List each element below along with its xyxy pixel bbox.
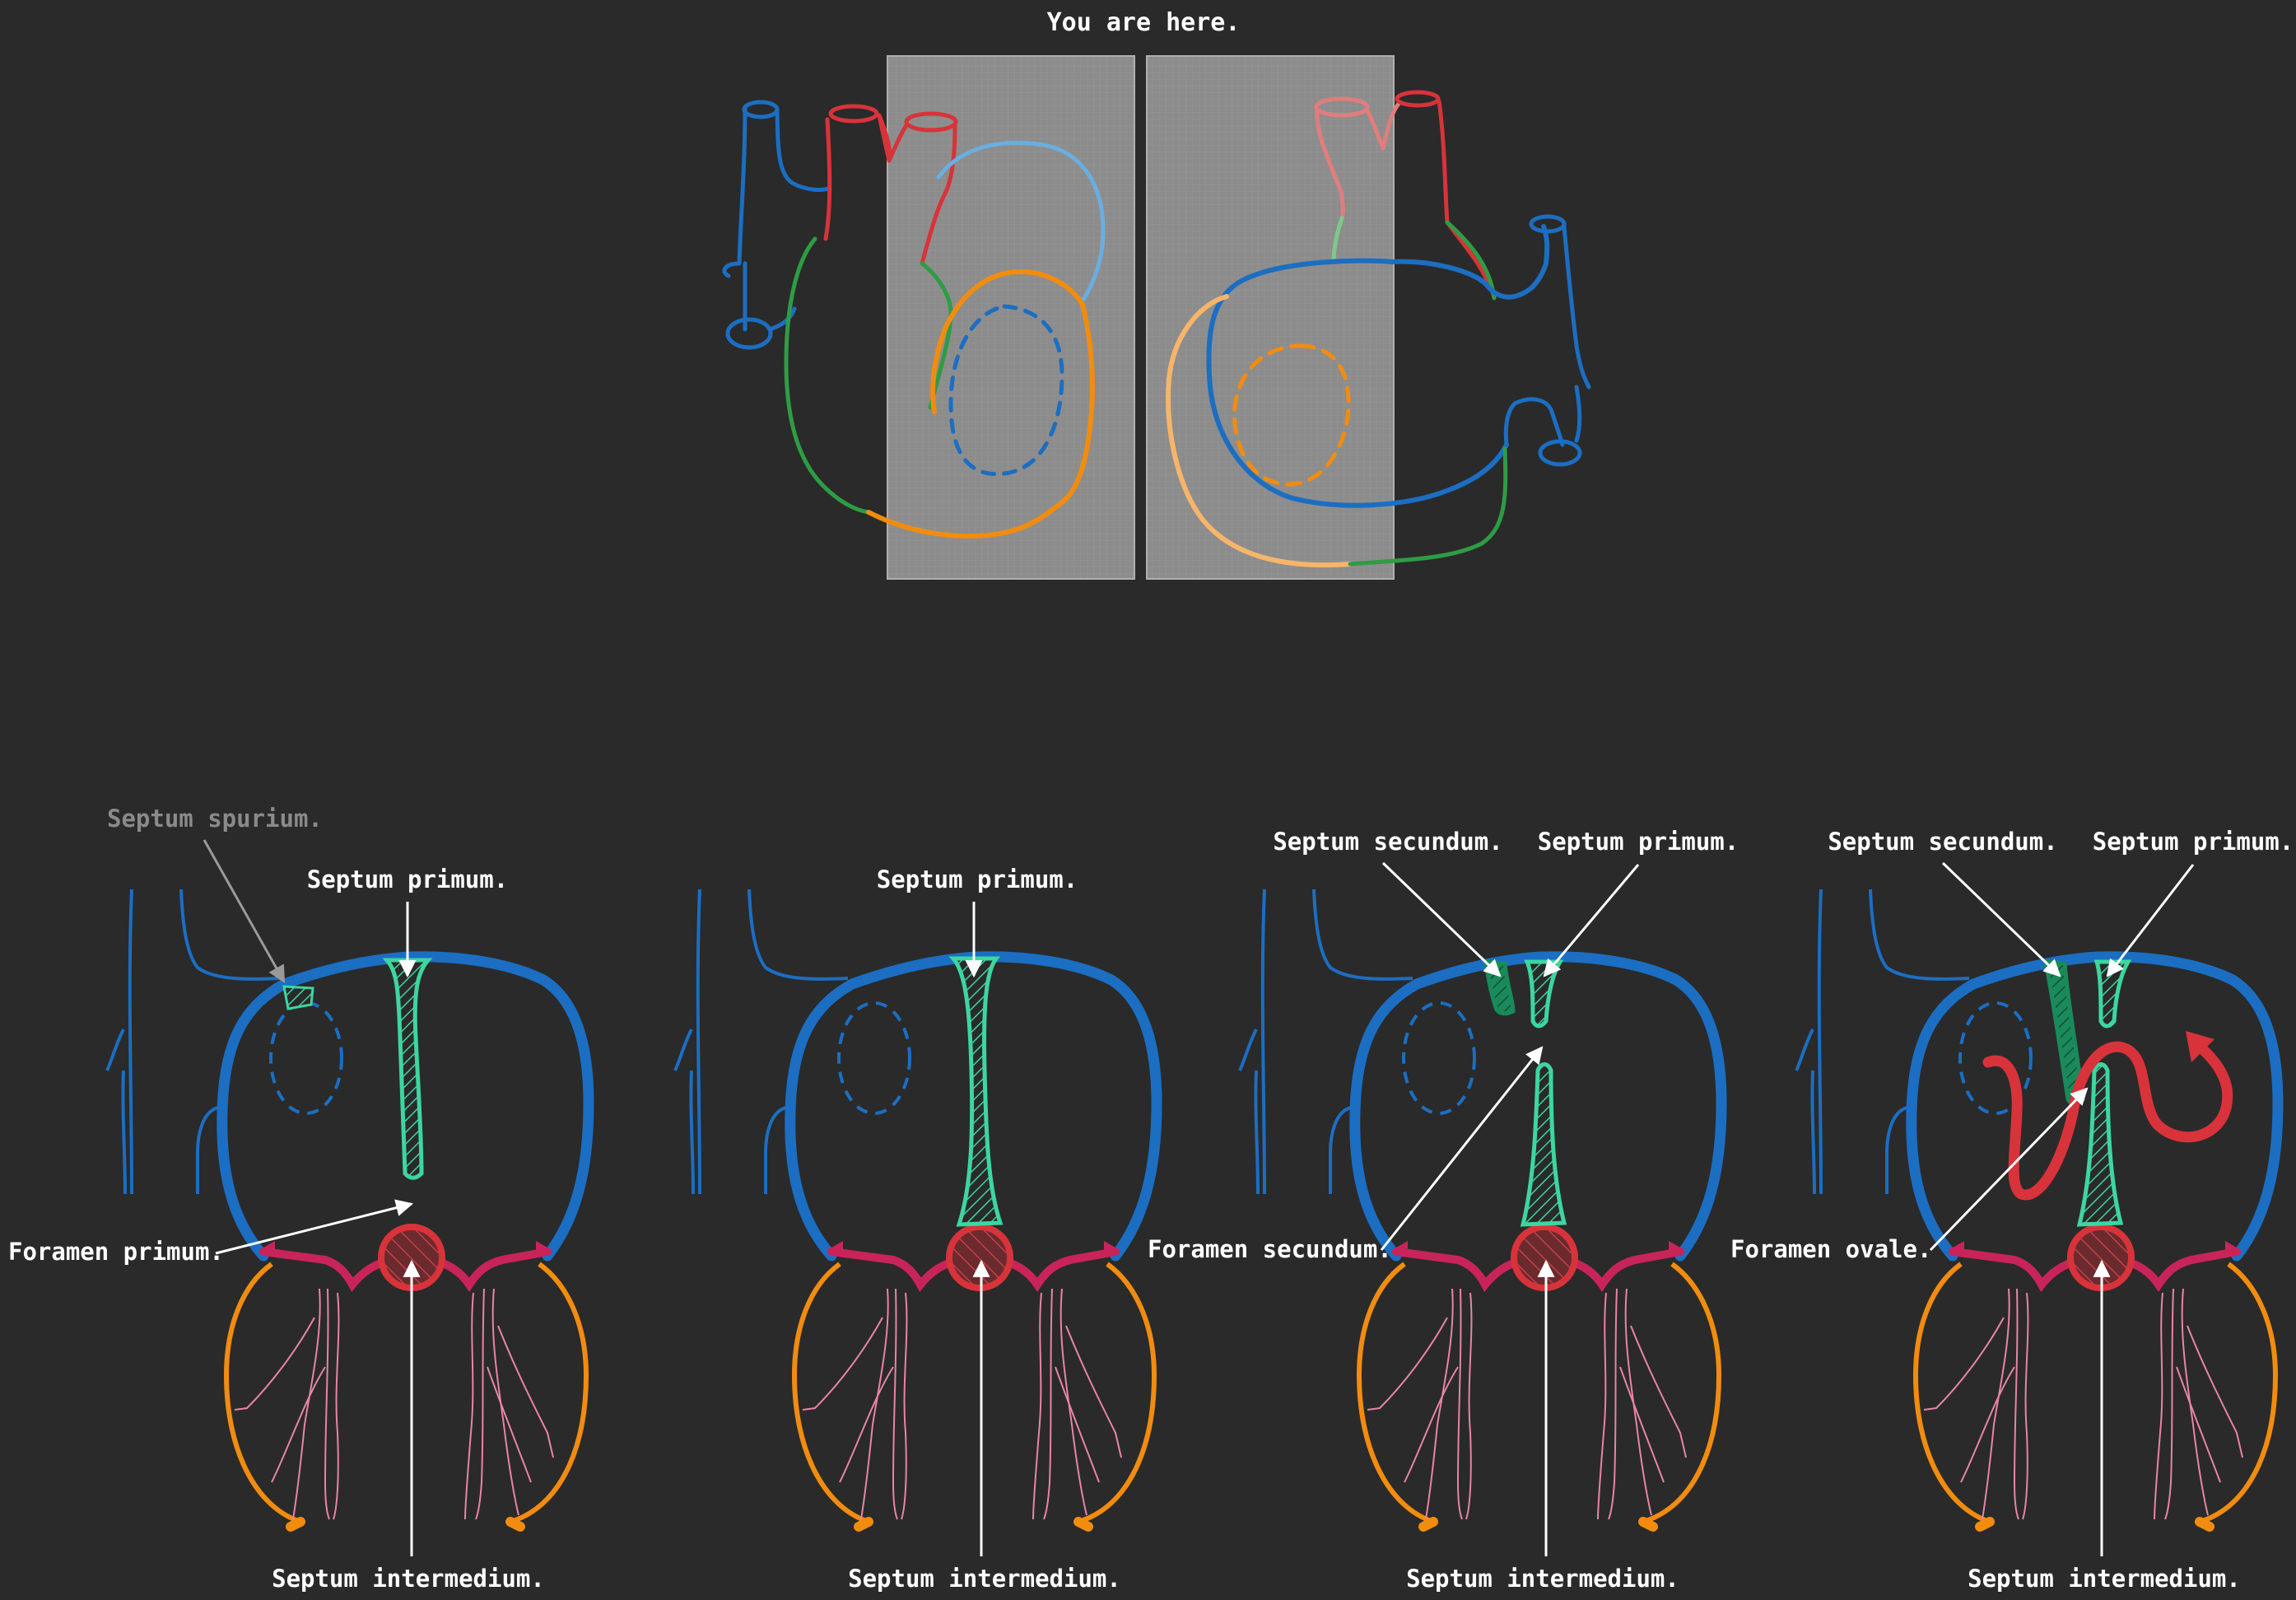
septum-primum-pointer [1543, 864, 1640, 977]
foramen-primum-label: Foramen primum. [8, 1238, 224, 1266]
blood-flow-arrowhead [2186, 1031, 2214, 1062]
septum-secundum-shape [1483, 959, 1516, 1016]
septum-secundum-label: Septum secundum. [1273, 828, 1502, 856]
septum-intermedium-label: Septum intermedium. [1406, 1565, 1679, 1593]
septum-primum-lower [1520, 1062, 1567, 1227]
stage-4-panel [1796, 889, 2278, 1527]
septum-primum-label: Septum primum. [1538, 828, 1739, 856]
septum-primum-pointer [2106, 864, 2195, 977]
stage-3-panel [1240, 889, 1721, 1527]
septum-intermedium-label: Septum intermedium. [272, 1565, 545, 1593]
septum-spurium-pointer [203, 839, 286, 983]
septum-primum-upper [2093, 959, 2132, 1029]
septum-secundum-label: Septum secundum. [1828, 828, 2057, 856]
overview-heart-right-view [1166, 90, 1591, 568]
septum-primum-label: Septum primum. [2093, 828, 2294, 856]
septum-secundum-pointer [1941, 861, 2061, 977]
stage-1-panel [107, 889, 589, 1527]
septum-primum-label: Septum primum. [877, 865, 1078, 893]
page-title: You are here. [1047, 8, 1241, 37]
septum-intermedium-label: Septum intermedium. [1968, 1565, 2241, 1593]
septum-primum-shape [382, 958, 433, 1180]
foramen-ovale-pointer [1929, 1087, 2089, 1252]
foramen-secundum-label: Foramen secundum. [1148, 1235, 1392, 1263]
septum-primum-lower [2076, 1062, 2124, 1227]
highlight-panel-left [887, 55, 1135, 580]
blood-flow-arrow [1982, 1036, 2233, 1201]
septum-spurium-label: Septum spurium. [107, 805, 323, 833]
foramen-primum-pointer [215, 1199, 414, 1255]
highlight-panel-right [1146, 55, 1395, 580]
septum-intermedium-label: Septum intermedium. [848, 1565, 1121, 1593]
septum-primum-label: Septum primum. [307, 865, 508, 893]
stage-2-panel [675, 889, 1157, 1527]
septum-primum-upper [1524, 959, 1564, 1029]
septum-spurium-stub [282, 985, 314, 1010]
overview-heart-left-view [722, 100, 1106, 539]
foramen-secundum-pointer [1380, 1046, 1544, 1251]
septum-secundum-pointer [1381, 861, 1502, 977]
septum-primum-shape [948, 956, 1004, 1227]
foramen-ovale-label: Foramen ovale. [1730, 1235, 1931, 1263]
